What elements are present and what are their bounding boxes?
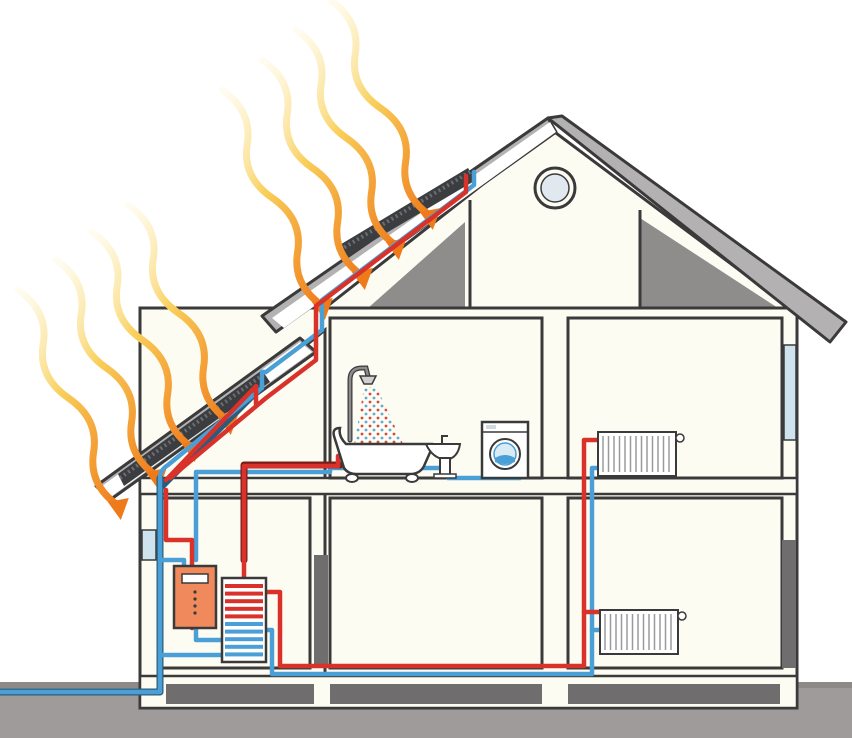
sun-ray-icon (292, 26, 401, 250)
washing-machine-icon (480, 420, 530, 480)
room-lower-middle (328, 496, 544, 670)
sun-ray-icon (124, 201, 233, 425)
sink-icon (424, 435, 462, 479)
tank-stripe (225, 606, 263, 611)
attic-shadow-right (640, 218, 778, 308)
tank-stripe (225, 637, 263, 642)
tank-stripe (225, 584, 263, 588)
controller-icon (172, 564, 218, 630)
hot-pipe (163, 173, 607, 669)
round-window-icon (533, 166, 577, 210)
radiator-upper (597, 431, 685, 477)
sun-rays (14, 0, 441, 520)
tank-stripe (225, 591, 263, 596)
radiator-lower (599, 609, 687, 655)
sun-ray-icon (326, 0, 435, 220)
shower-icon (347, 365, 404, 446)
tank-stripe (225, 644, 263, 649)
sun-ray-icon (14, 286, 123, 510)
sun-ray-icon (218, 86, 327, 310)
tank-stripe (225, 629, 263, 634)
solar-collector-lower (118, 370, 270, 486)
sun-ray-icon (52, 256, 161, 480)
solar-collector-upper (338, 168, 476, 258)
tank-stripe (225, 614, 263, 619)
radiator-icon (597, 431, 685, 477)
storage-tank-icon (220, 576, 268, 664)
tank-stripe (225, 622, 263, 626)
tank-stripe (225, 652, 263, 657)
sun-ray-icon (88, 228, 197, 452)
sun-ray-icon (258, 56, 367, 280)
sun-ray-arrowhead (107, 498, 129, 520)
tank-stripe (225, 599, 263, 604)
attic-shadow-left (368, 222, 465, 308)
pipes (0, 169, 607, 696)
bathtub-icon (332, 426, 434, 483)
